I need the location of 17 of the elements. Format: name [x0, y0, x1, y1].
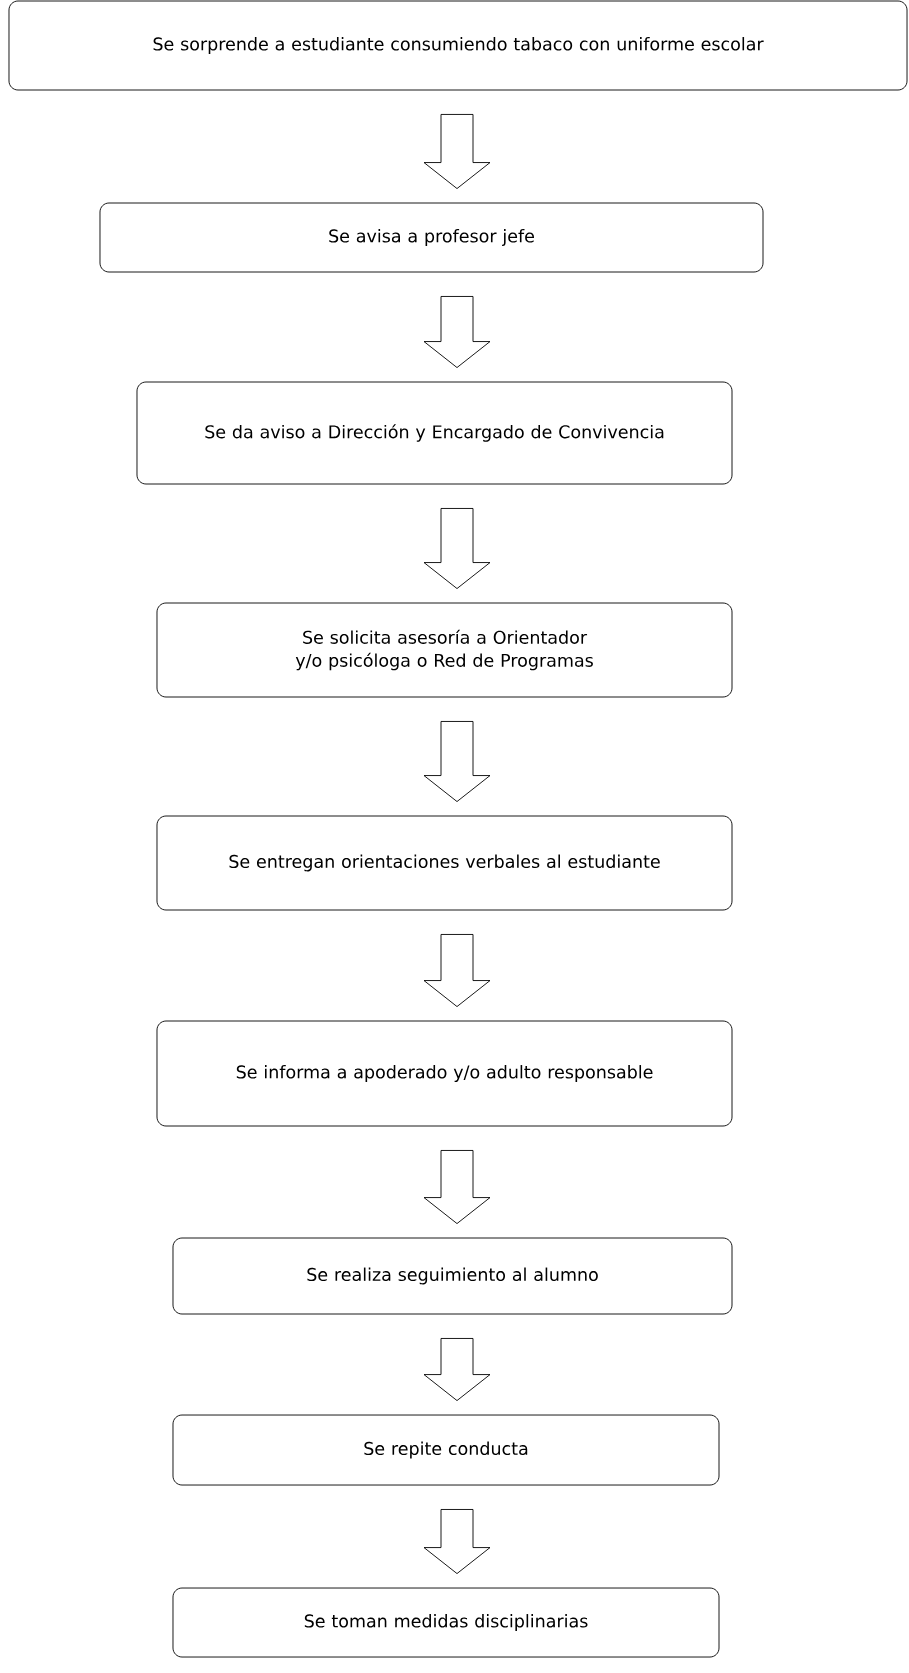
- process-box: Se entregan orientaciones verbales al estudiante: [156, 815, 733, 911]
- process-box: Se avisa a profesor jefe: [99, 202, 764, 273]
- block-arrow: [423, 934, 491, 1007]
- block-arrow: [423, 1150, 491, 1224]
- process-box: Se sorprende a estudiante consumiendo tabaco con uniforme escolar: [8, 0, 908, 91]
- process-box: Se informa a apoderado y/o adulto responsable: [156, 1020, 733, 1127]
- block-arrow: [423, 508, 491, 589]
- process-box: Se solicita asesoría a Orientador y/o psicóloga o Red de Programas: [156, 602, 733, 698]
- block-arrow: [423, 1338, 491, 1401]
- process-box: Se toman medidas disciplinarias: [172, 1587, 720, 1658]
- process-box: Se repite conducta: [172, 1414, 720, 1486]
- block-arrow: [423, 1509, 491, 1574]
- process-box: Se realiza seguimiento al alumno: [172, 1237, 733, 1315]
- block-arrow: [423, 721, 491, 802]
- block-arrow: [423, 114, 491, 189]
- process-box: Se da aviso a Dirección y Encargado de Convivencia: [136, 381, 733, 485]
- block-arrow: [423, 296, 491, 368]
